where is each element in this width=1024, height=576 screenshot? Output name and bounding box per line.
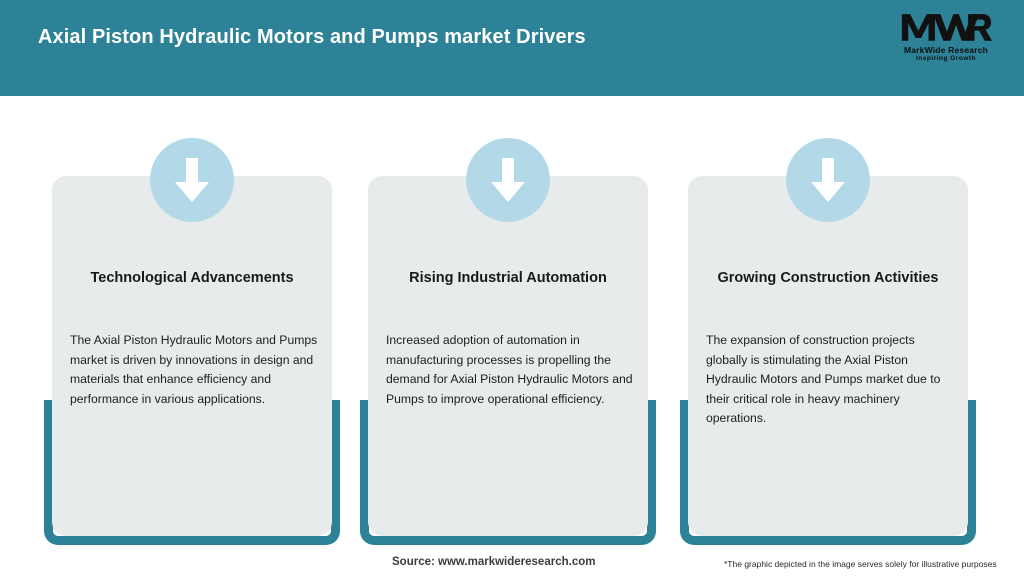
down-arrow-icon [786,138,870,222]
down-arrow-glyph [491,158,525,202]
page-title: Axial Piston Hydraulic Motors and Pumps … [38,26,586,48]
logo-tagline: Inspiring Growth [916,55,976,62]
mwr-logo-icon [901,14,992,41]
card-panel: Technological Advancements The Axial Pis… [52,176,332,536]
card-body-text: Increased adoption of automation in manu… [386,333,633,406]
card-accent-frame [360,400,656,545]
card-accent-frame [680,400,976,545]
down-arrow-glyph [175,158,209,202]
driver-card-2: Rising Industrial Automation Increased a… [360,96,656,546]
card-title: Growing Construction Activities [717,270,939,286]
card-title: Technological Advancements [90,270,294,286]
card-panel: Rising Industrial Automation Increased a… [368,176,648,536]
card-body-text: The expansion of construction projects g… [706,333,941,425]
card-accent-frame [44,400,340,545]
disclaimer-label: *The graphic depicted in the image serve… [724,559,997,569]
down-arrow-icon [466,138,550,222]
driver-card-3: Growing Construction Activities The expa… [680,96,976,546]
source-label: Source: www.markwideresearch.com [392,556,596,568]
header-bar [0,0,1024,96]
driver-card-1: Technological Advancements The Axial Pis… [44,96,340,546]
down-arrow-glyph [811,158,845,202]
logo-company-name: MarkWide Research [903,45,989,55]
driver-cards-container: Technological Advancements The Axial Pis… [0,96,1024,546]
down-arrow-icon [150,138,234,222]
card-title: Rising Industrial Automation [409,270,607,286]
brand-logo: MarkWide Research Inspiring Growth [890,10,1002,70]
card-panel: Growing Construction Activities The expa… [688,176,968,536]
card-body-text: The Axial Piston Hydraulic Motors and Pu… [70,333,318,406]
